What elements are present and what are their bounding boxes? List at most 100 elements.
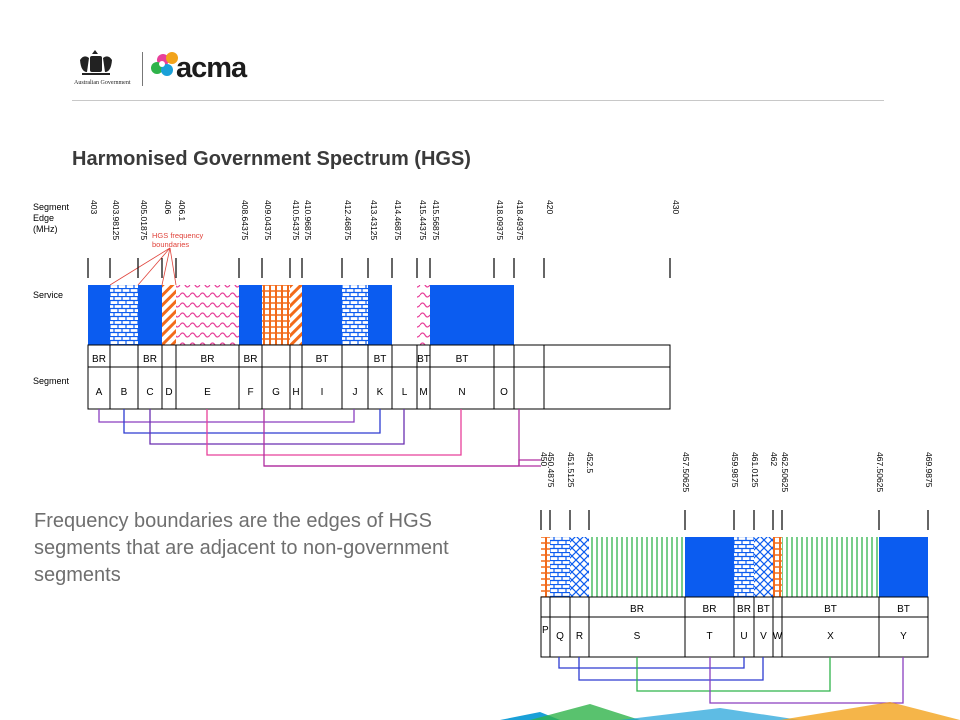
band2-edge-label: 461.0125: [750, 452, 760, 488]
boundary-pointer-line: [109, 247, 171, 286]
boundary-annotation-label: HGS frequency: [152, 231, 204, 240]
band2-service-bar: [550, 537, 570, 597]
boundary-pointer-line: [137, 247, 171, 286]
government-name: Australian Government: [74, 80, 131, 86]
band2-edge-label: 462.50625: [780, 452, 790, 492]
band2-edge-label: 467.50625: [875, 452, 885, 492]
band1-edge-label: 415.56875: [431, 200, 441, 240]
band1-edge-label: 414.46875: [393, 200, 403, 240]
band1-segment-letter: O: [500, 387, 508, 398]
band1-service-bar: [290, 285, 302, 345]
band1-service-bar: [430, 285, 494, 345]
band2-service-bar: [589, 537, 685, 597]
band1-edge-label: 403.98125: [111, 200, 121, 240]
band2-edge-label: 450: [539, 452, 549, 466]
band2-service-label: BT: [897, 604, 910, 615]
band1-edge-label: 418.49375: [515, 200, 525, 240]
band2-edge-label: 469.9875: [924, 452, 934, 488]
band1-service-label: BR: [143, 354, 157, 365]
service-row-label: Service: [33, 290, 63, 300]
band1-edge-label: 406: [163, 200, 173, 214]
decorative-corner-shape: [500, 702, 960, 720]
band2-segment-letter: U: [740, 631, 747, 642]
boundary-pointer-line: [161, 247, 171, 286]
band1-edge-label: 409.04375: [263, 200, 273, 240]
band2-segment-letter: P: [542, 625, 549, 636]
band1-edge-label: 413.43125: [369, 200, 379, 240]
segment-pair-connector: [98, 409, 355, 423]
band1-edge-label: 406.1: [177, 200, 187, 222]
band1-service-bar: [368, 285, 392, 345]
band2-edge-label: 452.5: [585, 452, 595, 474]
band1-segment-letter: H: [292, 387, 299, 398]
band1-segment-letter: G: [272, 387, 280, 398]
segment-row-label: Segment: [33, 376, 70, 386]
band1-service-bar: [544, 285, 670, 345]
band2-service-bar: [879, 537, 928, 597]
band1-service-bar: [342, 285, 368, 345]
band1-service-bar: [392, 285, 417, 345]
band2-segment-letter: R: [576, 631, 583, 642]
band1-service-label: BR: [92, 354, 106, 365]
band1-edge-label: 403: [89, 200, 99, 214]
segment-pair-connector: [578, 657, 764, 681]
band1-edge-label: 410.96875: [303, 200, 313, 240]
acma-wordmark: acma: [176, 52, 247, 84]
band2-service-label: BT: [757, 604, 770, 615]
band2-edge-label: 451.5125: [566, 452, 576, 488]
band1-edge-label: 418.09375: [495, 200, 505, 240]
australian-government-crest-icon: [80, 50, 178, 76]
band1-segment-letter: N: [458, 387, 465, 398]
band1-service-label: BR: [244, 354, 258, 365]
band2-service-bar: [773, 537, 782, 597]
frequency-boundary-description: Frequency boundaries are the edges of HG…: [34, 510, 449, 586]
band2-edge-label: 459.9875: [730, 452, 740, 488]
logo-separator: [142, 52, 143, 86]
band1-service-bar: [176, 285, 239, 345]
boundary-annotation-label: boundaries: [152, 240, 189, 249]
band2-segment-letter: Q: [556, 631, 564, 642]
band1-edge-label: 410.54375: [291, 200, 301, 240]
band-link-connector: [518, 459, 541, 466]
segment-pair-connector: [149, 409, 405, 445]
band1-service-bar: [417, 285, 430, 345]
band1-service-bar: [138, 285, 162, 345]
band2-segment-letter: Y: [900, 631, 907, 642]
band1-edge-label: 420: [545, 200, 555, 214]
band1-segment-letter: B: [121, 387, 128, 398]
band1-service-bar: [110, 285, 138, 345]
band2-edge-label: 450.4875: [546, 452, 556, 488]
band2-segment-letter: X: [827, 631, 834, 642]
band2-edge-label: 457.50625: [681, 452, 691, 492]
band1-segment-letter: C: [146, 387, 153, 398]
band1-service-label: BT: [374, 354, 387, 365]
band2-segment-letter: T: [706, 631, 712, 642]
band1-segment-letter: D: [165, 387, 172, 398]
edge-row-label: (MHz): [33, 224, 58, 234]
band1-segment-letter: E: [204, 387, 211, 398]
band1-service-bar: [88, 285, 110, 345]
segment-pair-connector: [263, 409, 520, 467]
band1-service-bar: [494, 285, 514, 345]
band2-service-bar: [570, 537, 589, 597]
band1-segment-letter: M: [419, 387, 427, 398]
band1-service-bar: [514, 285, 544, 345]
band1-segment-letter: I: [321, 387, 324, 398]
band2-service-label: BT: [824, 604, 837, 615]
band1-service-label: BT: [456, 354, 469, 365]
band1-segment-letter: J: [353, 387, 358, 398]
band1-edge-label: 405.01875: [139, 200, 149, 240]
band1-segment-letter: F: [247, 387, 253, 398]
segment-pair-connector: [636, 657, 831, 692]
band2-service-label: BR: [737, 604, 751, 615]
band2-segment-letter: V: [760, 631, 767, 642]
band2-service-bar: [734, 537, 754, 597]
band1-segment-letter: L: [402, 387, 408, 398]
band1-service-bar: [239, 285, 262, 345]
header-divider: [72, 100, 884, 101]
segment-pair-connector: [206, 409, 462, 456]
band1-edge-label: 412.46875: [343, 200, 353, 240]
band1-segment-letter: A: [96, 387, 103, 398]
segment-pair-connector: [558, 657, 745, 669]
